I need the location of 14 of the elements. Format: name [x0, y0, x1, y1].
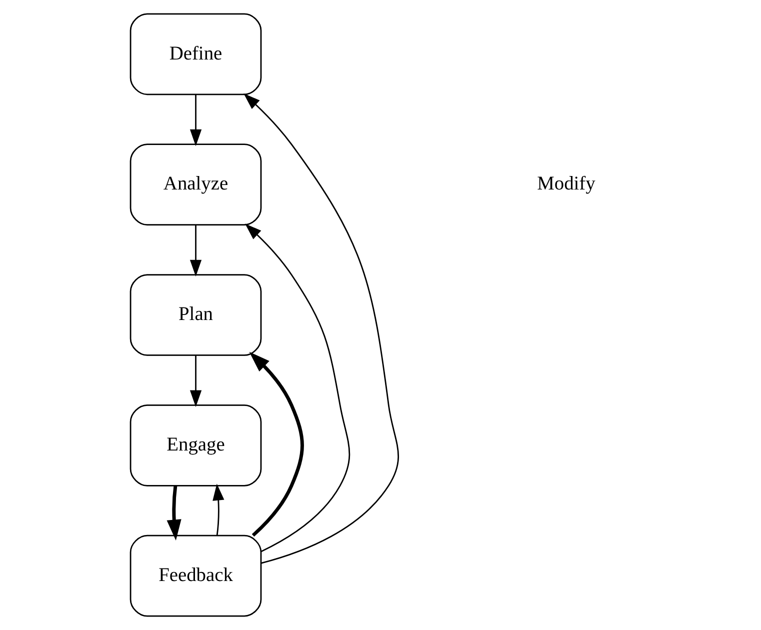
node-box: Engage — [129, 404, 262, 486]
arrow — [244, 224, 350, 552]
arrow — [248, 352, 304, 537]
arrow — [243, 93, 398, 564]
node-box: Feedback — [129, 534, 262, 617]
arrow — [166, 486, 181, 540]
label: Modify — [536, 174, 595, 195]
arrow — [189, 355, 202, 407]
arrow — [212, 484, 224, 536]
node-box: Plan — [129, 274, 262, 356]
node-box: Analyze — [129, 144, 262, 226]
node-box: Define — [129, 13, 262, 96]
arrow — [189, 94, 202, 146]
arrow — [189, 224, 202, 277]
